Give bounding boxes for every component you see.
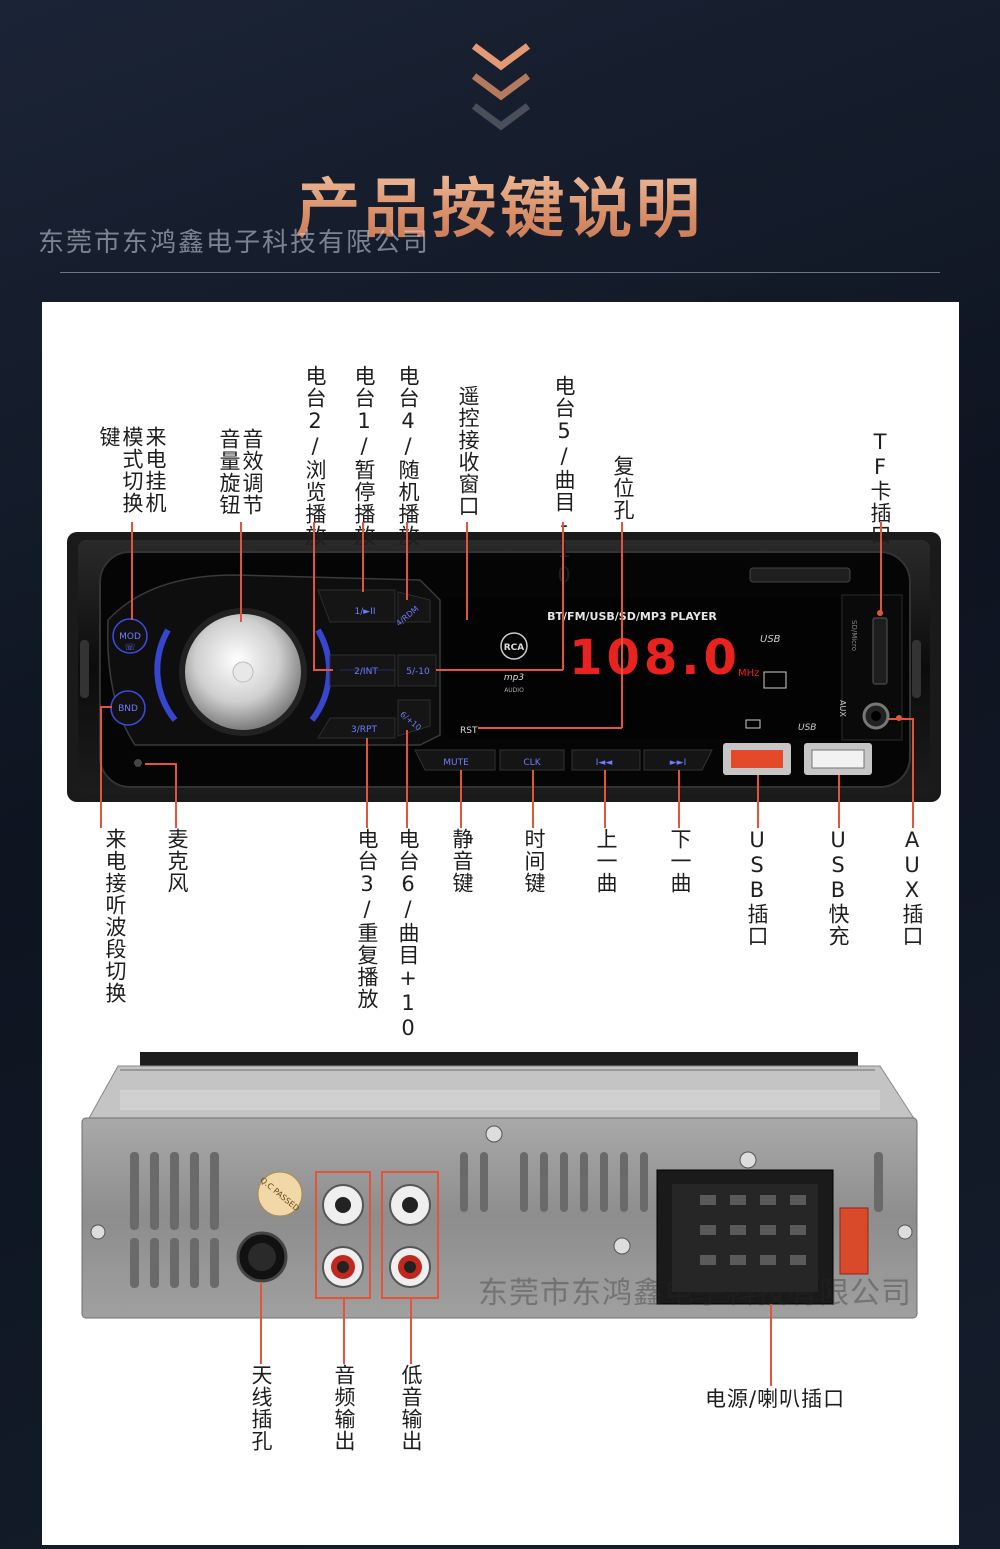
screw-far-right (897, 1224, 913, 1240)
svg-text:CLK: CLK (523, 758, 541, 768)
company-watermark-2: 东莞市东鸿鑫电子科技有限公司 (478, 1276, 912, 1311)
rca-badge-icon (500, 632, 528, 660)
label-ch5: 电台5/曲目-10 (552, 375, 576, 588)
label-mic: 麦克风 (165, 828, 189, 894)
label-ch3: 电台3/重复播放 (355, 828, 379, 1010)
label-clock: 时间键 (522, 828, 546, 894)
tf-card-slot (872, 617, 888, 685)
btn-3 (317, 717, 396, 739)
svg-text:BT/FM/USB/SD/MP3 PLAYER: BT/FM/USB/SD/MP3 PLAYER (547, 610, 717, 623)
label-ch4: 电台4/随机播放 (396, 365, 420, 547)
label-usb-port: USB插口 (745, 828, 769, 947)
white-panel (42, 302, 959, 1545)
prev-button (571, 749, 641, 771)
label-ch6: 电台6/曲目+10 (396, 828, 420, 1041)
svg-text:USB: USB (798, 723, 816, 733)
label-bass-out: 低音输出 (399, 1364, 423, 1452)
mod-button (112, 618, 148, 654)
qc-sticker (257, 1171, 303, 1217)
svg-text:2/INT: 2/INT (354, 667, 378, 677)
screw-right (739, 1151, 757, 1169)
svg-text:5/-10: 5/-10 (406, 667, 430, 677)
svg-text:SD/Micro: SD/Micro (850, 620, 858, 651)
svg-text:mp3: mp3 (504, 673, 524, 683)
label-power-speaker: 电源/喇叭插口 (705, 1387, 846, 1411)
label-prev: 上一曲 (594, 828, 618, 894)
svg-text:MUTE: MUTE (443, 758, 469, 768)
page-title: 产品按键说明 (0, 158, 1000, 250)
label-ch1: 电台1/暂停播放 (352, 365, 376, 547)
label-audio-out: 音频输出 (332, 1364, 356, 1452)
svg-text:RST: RST (460, 726, 478, 736)
svg-text:MOD: MOD (119, 632, 141, 642)
battery-icon (745, 719, 761, 729)
label-remote: 遥控接收窗口 (456, 385, 480, 517)
svg-text:USB: USB (760, 634, 781, 645)
header-divider (60, 272, 940, 273)
mute-button (414, 749, 496, 771)
label-usb-fast: USB快充 (826, 828, 850, 947)
next-button (643, 749, 713, 771)
svg-text:I◄◄: I◄◄ (596, 758, 613, 768)
label-band: 来电接听波段切换 (103, 828, 127, 1004)
chevron-down-icon-3 (471, 103, 531, 131)
company-watermark: 东莞市东鸿鑫电子科技有限公司 (38, 228, 431, 258)
chevron-down-icon (471, 43, 531, 71)
label-reset: 复位孔 (611, 455, 635, 521)
label-next: 下一曲 (668, 828, 692, 894)
label-ch2: 电台2/浏览播放 (303, 365, 327, 547)
svg-text:AUX: AUX (838, 700, 847, 717)
bnd-button (110, 690, 146, 726)
microphone (134, 759, 142, 767)
btn-2 (329, 654, 396, 687)
svg-text:RCA: RCA (504, 643, 525, 653)
svg-text:BND: BND (118, 704, 138, 714)
label-mute: 静音键 (450, 828, 474, 894)
screw-mid (613, 1237, 631, 1255)
frequency-display: 108.0 (569, 630, 741, 686)
chevron-down-icon-2 (471, 73, 531, 101)
btn-5 (397, 654, 437, 687)
svg-text:►►I: ►►I (670, 758, 687, 768)
label-mode-switch: 来电挂机模式切换键 (97, 426, 167, 514)
display-area (445, 598, 840, 738)
bluetooth-icon (763, 671, 787, 689)
svg-text:☏: ☏ (124, 643, 135, 653)
svg-text:1/►II: 1/►II (355, 607, 376, 617)
fuse (839, 1207, 869, 1275)
label-volume: 音效调节音量旋钮 (217, 428, 264, 516)
svg-text:MHz: MHz (738, 668, 759, 679)
svg-text:AUDIO: AUDIO (504, 687, 524, 694)
label-antenna: 天线插孔 (249, 1364, 273, 1452)
screw-left (90, 1224, 106, 1240)
svg-text:3/RPT: 3/RPT (351, 725, 377, 735)
screw-top (485, 1125, 503, 1143)
btn-6 (397, 699, 431, 737)
label-aux: AUX插口 (900, 828, 924, 947)
btn-1 (317, 589, 396, 623)
